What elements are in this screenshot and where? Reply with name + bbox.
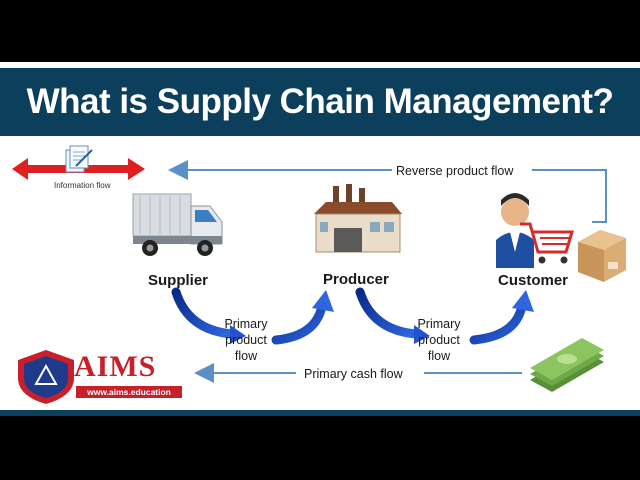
truck-icon [132,193,223,256]
information-flow-label: Information flow [54,181,111,190]
page-title: What is Supply Chain Management? [26,82,614,121]
node-producer-label: Producer [323,271,389,288]
arc-arrow-producer-up [271,290,334,345]
arc-arrow-producer-down [355,287,430,344]
bottom-stripe [0,410,640,416]
node-customer-label: Customer [498,272,569,289]
flow-word: product [225,333,267,347]
document-icon [65,145,93,173]
primary-cash-flow-label: Primary cash flow [304,367,403,381]
primary-product-flow-left-label: Primary product flow [218,316,274,364]
shopping-cart-icon [520,222,575,264]
money-icon [530,338,604,392]
arc-arrow-customer-up [469,290,534,345]
brand-url: www.aims.education [76,386,182,398]
reverse-product-flow-line [168,160,607,223]
brand-name: AIMS [74,350,157,383]
factory-icon [314,184,402,253]
arc-arrow-supplier-down [171,287,246,344]
flow-word: flow [234,349,258,363]
reverse-product-flow-label: Reverse product flow [396,164,514,178]
title-bar: What is Supply Chain Management? [0,68,640,136]
box-icon [578,230,626,282]
flow-word: Primary [417,317,461,331]
flow-word: Primary [224,317,268,331]
flow-word: flow [427,349,451,363]
primary-product-flow-right-label: Primary product flow [411,316,467,364]
aims-logo-emblem [18,350,74,404]
flow-word: product [418,333,460,347]
customer-icon [496,193,534,268]
node-supplier-label: Supplier [148,272,209,289]
